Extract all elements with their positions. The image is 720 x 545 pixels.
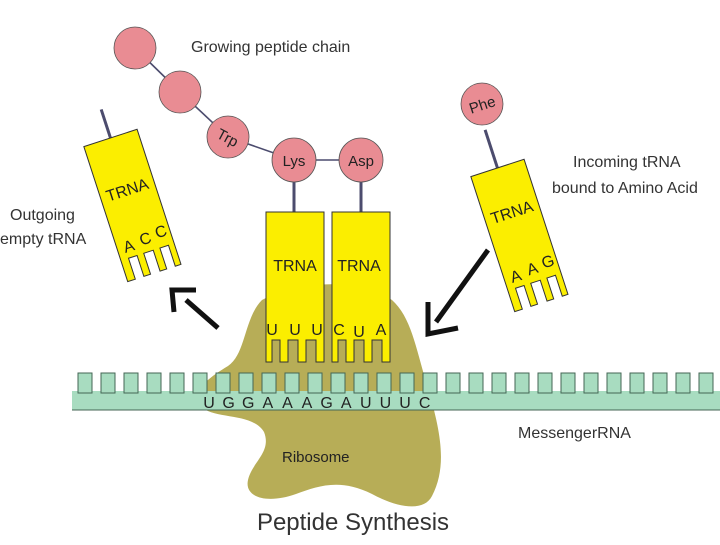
mrna-tooth <box>629 372 645 394</box>
trna-left-anticodon-2: U <box>289 322 301 339</box>
amino-acid-asp <box>338 137 384 183</box>
amino-acid-asp-label: Asp <box>348 153 374 170</box>
label-incoming-line2: bound to Amino Acid <box>552 180 698 197</box>
trna-outgoing-anticodon-2: C <box>137 230 153 250</box>
mrna-tooth <box>307 372 323 394</box>
trna-outgoing-anticodon-3: C <box>153 223 169 243</box>
arrow-incoming <box>425 248 491 338</box>
trna-left-anticodon-1: U <box>266 322 278 339</box>
mrna-tooth <box>445 372 461 394</box>
mrna-tooth <box>100 372 116 394</box>
label-outgoing-line1: Outgoing <box>10 207 75 224</box>
amino-acid-lys <box>271 137 317 183</box>
trna-right-anticodon-2: U <box>353 324 365 341</box>
mrna-tooth <box>560 372 576 394</box>
mrna-tooth <box>514 372 530 394</box>
mrna-tooth <box>330 372 346 394</box>
amino-acid-trp <box>206 115 250 159</box>
mrna-tooth <box>468 372 484 394</box>
trna-left-label: TRNA <box>273 258 317 275</box>
amino-acid-bead-1 <box>113 26 157 70</box>
mrna-tooth <box>652 372 668 394</box>
mrna-base: G <box>222 395 234 412</box>
mrna-tooth <box>238 372 254 394</box>
label-ribosome: Ribosome <box>282 449 350 466</box>
label-growing-chain: Growing peptide chain <box>191 39 350 56</box>
mrna-base: U <box>203 395 215 412</box>
amino-acid-bead-2 <box>158 70 202 114</box>
trna-right-anticodon-3: A <box>376 322 387 339</box>
arrow-outgoing <box>169 287 220 330</box>
mrna-tooth <box>583 372 599 394</box>
mrna-tooth <box>537 372 553 394</box>
mrna-tooth <box>376 372 392 394</box>
label-incoming-line1: Incoming tRNA <box>573 154 681 171</box>
mrna-tooth <box>606 372 622 394</box>
mrna-base: A <box>302 395 313 412</box>
mrna-base: G <box>320 395 332 412</box>
amino-acid-lys-label: Lys <box>283 153 306 170</box>
mrna-base: U <box>380 395 392 412</box>
mrna-tooth <box>192 372 208 394</box>
trna-right-site: TRNA C U A <box>331 211 391 363</box>
mrna-tooth <box>399 372 415 394</box>
mrna-base: A <box>282 395 293 412</box>
mrna-tooth <box>169 372 185 394</box>
mrna-tooth <box>261 372 277 394</box>
trna-left-anticodon-3: U <box>311 322 323 339</box>
mrna-tooth <box>698 372 714 394</box>
mrna-tooth <box>284 372 300 394</box>
amino-acid-phe <box>460 82 504 126</box>
mrna-base: G <box>242 395 254 412</box>
mrna-teeth <box>77 372 714 394</box>
trna-right-label: TRNA <box>337 258 381 275</box>
mrna-tooth <box>353 372 369 394</box>
mrna-base: U <box>399 395 411 412</box>
mrna-base: A <box>341 395 352 412</box>
mrna-strand <box>72 372 720 411</box>
mrna-base: A <box>262 395 273 412</box>
trna-right-anticodon-1: C <box>333 322 345 339</box>
mrna-tooth <box>675 372 691 394</box>
mrna-base: U <box>360 395 372 412</box>
trna-outgoing: TRNA A C C <box>83 108 182 283</box>
mrna-tooth <box>123 372 139 394</box>
trna-incoming: TRNA A A G <box>470 129 569 313</box>
label-outgoing-line2: empty tRNA <box>0 231 87 248</box>
trna-incoming-anticodon-3: G <box>540 252 557 272</box>
diagram-title: Peptide Synthesis <box>257 509 449 536</box>
label-mrna: MessengerRNA <box>518 425 631 442</box>
mrna-base: C <box>419 395 431 412</box>
mrna-tooth <box>422 372 438 394</box>
mrna-tooth <box>77 372 93 394</box>
mrna-tooth <box>146 372 162 394</box>
mrna-tooth <box>491 372 507 394</box>
trna-left-site: TRNA U U U <box>265 211 325 363</box>
mrna-tooth <box>215 372 231 394</box>
